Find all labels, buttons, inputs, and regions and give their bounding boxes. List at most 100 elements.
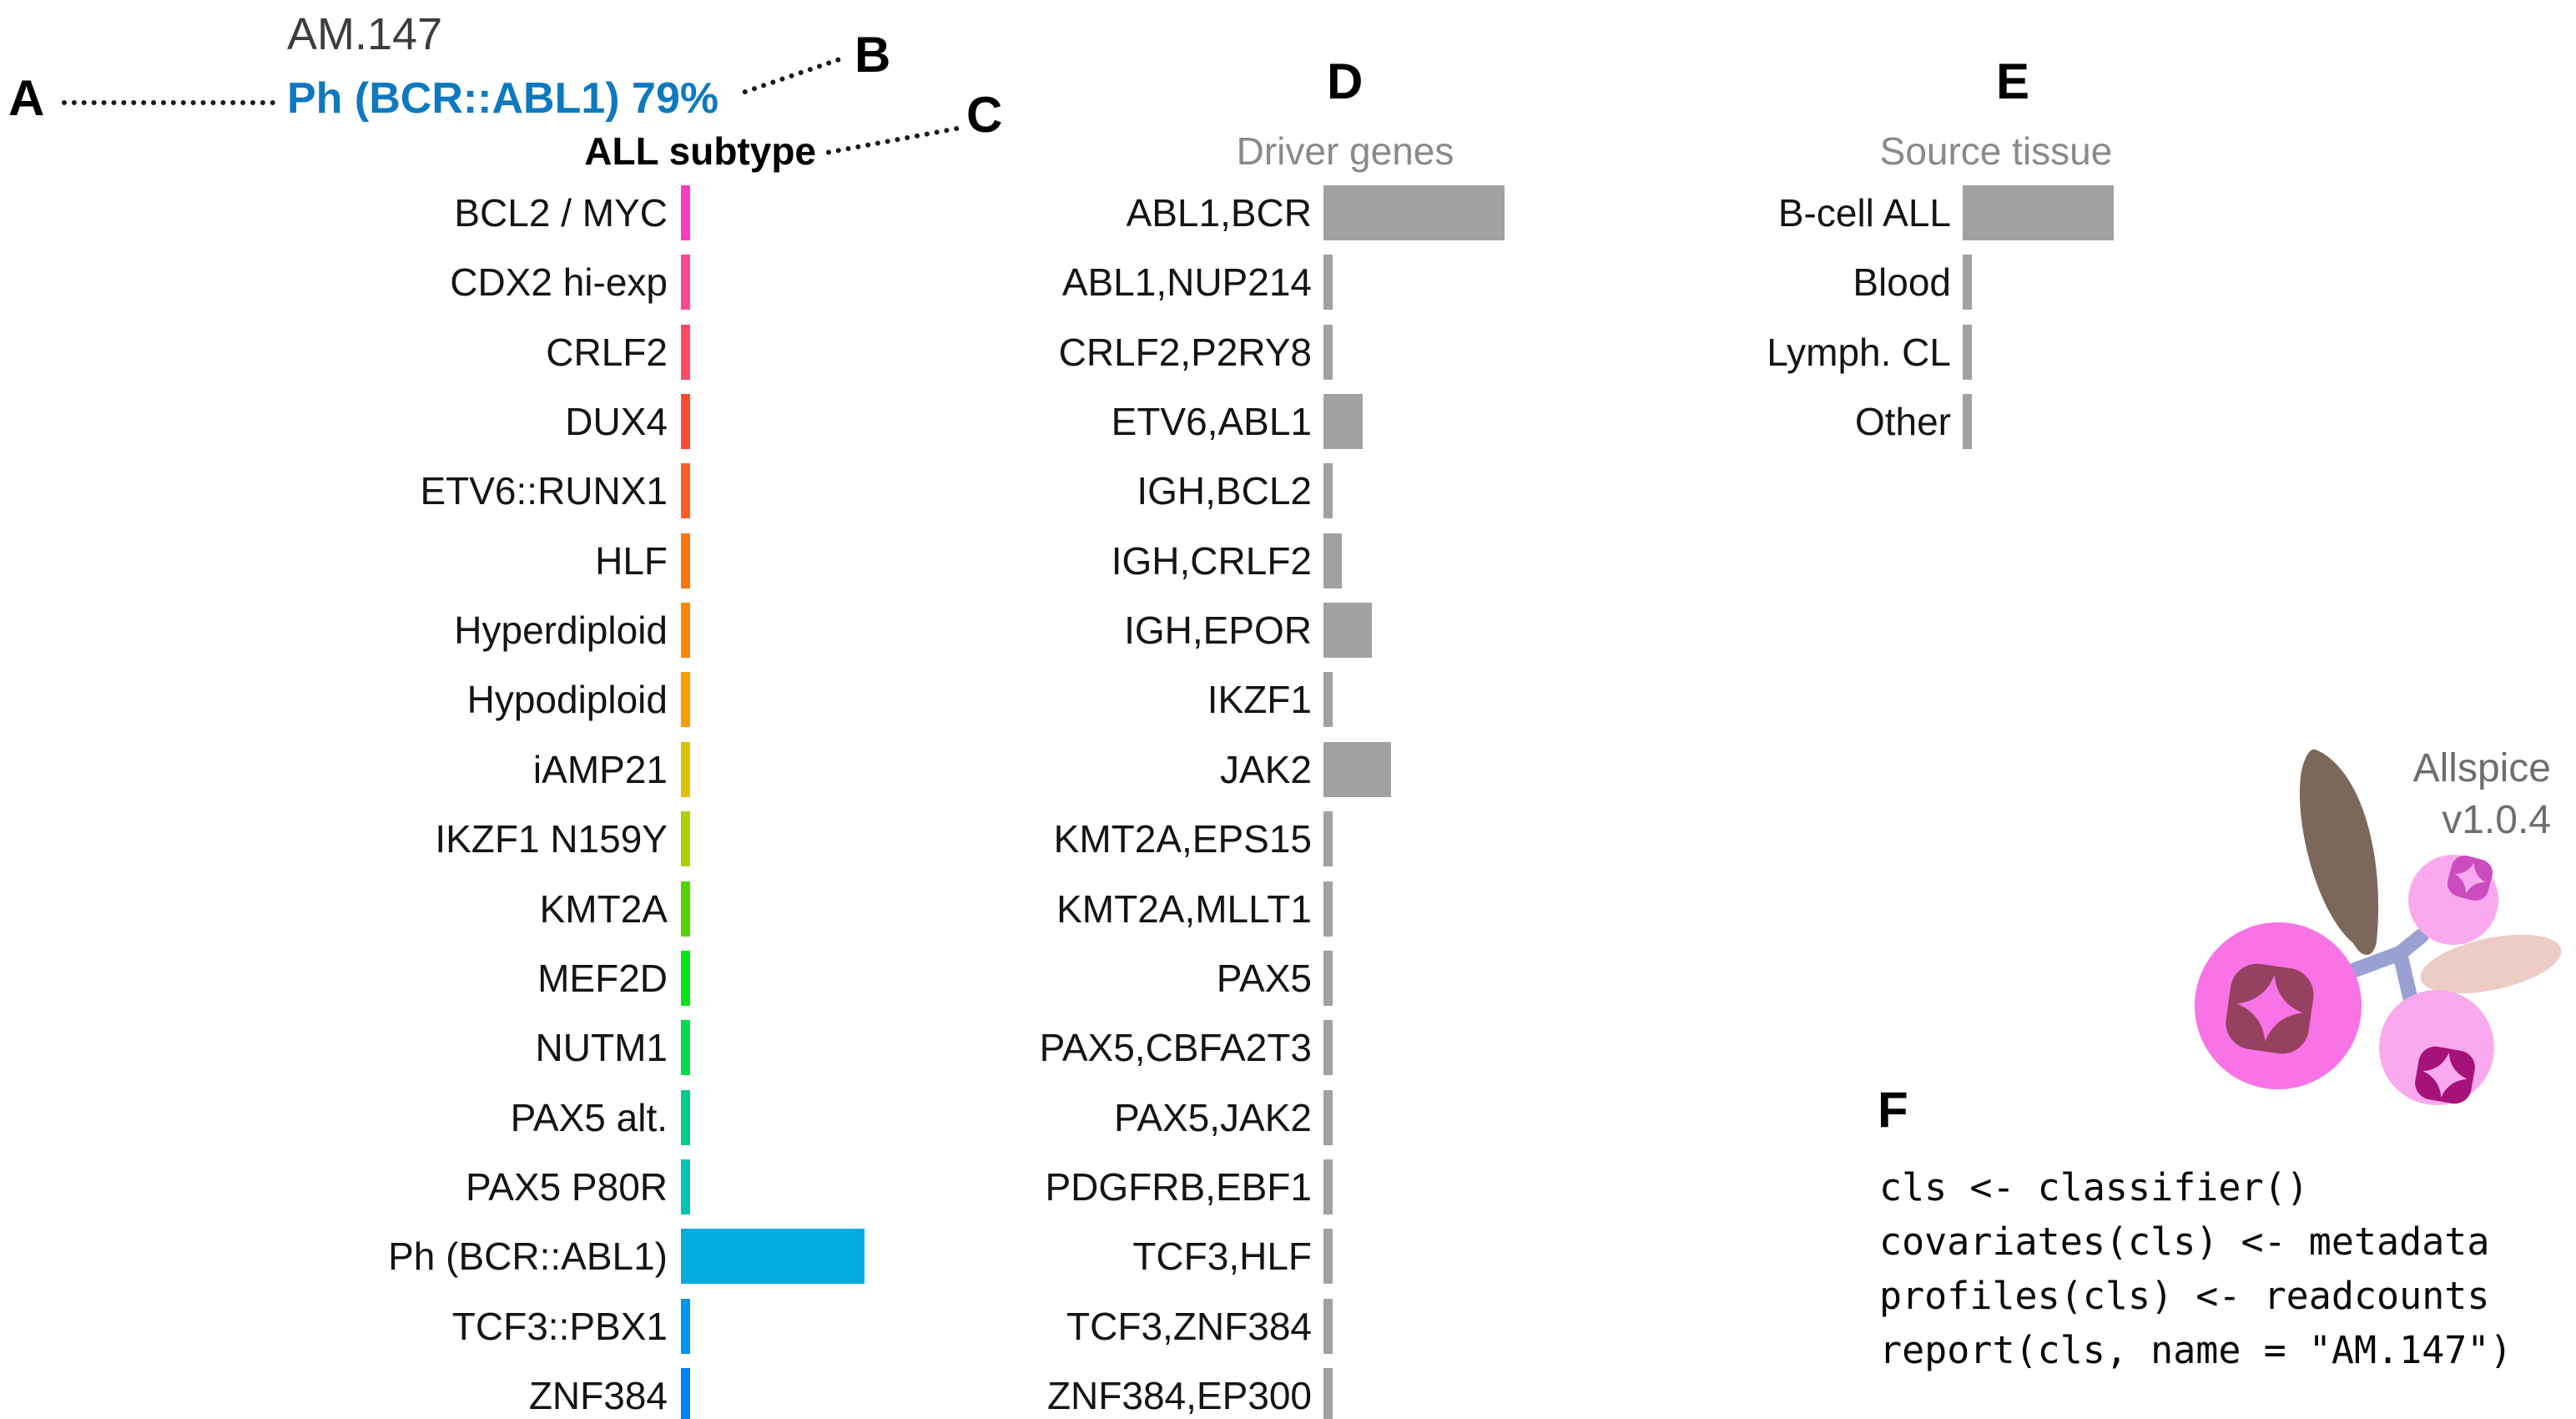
tissue-row-bar [1963,255,1973,311]
subtype-row-bar [681,1159,691,1214]
panel-letter-b: B [854,27,891,83]
tissue-row-bar [1963,324,1973,380]
logo-stem [2347,928,2429,1004]
subtype-row-label: PAX5 P80R [465,1164,668,1209]
tissue-row-label: B-cell ALL [1777,191,1951,235]
subtype-row-label: TCF3::PBX1 [451,1304,668,1348]
subtype-row-bar [681,324,691,380]
subtype-row-label: Ph (BCR::ABL1) [388,1235,668,1279]
logo-berry-top-pit [2447,855,2493,901]
tissue-row-label: Lymph. CL [1767,330,1951,374]
driver-row-bar [1323,255,1333,311]
logo-berry-large-pit [2226,963,2314,1054]
driver-row-bar [1323,741,1391,797]
driver-genes-column-header: Driver genes [1236,129,1454,173]
subtype-row-bar [681,603,691,659]
subtype-row-label: ZNF384 [528,1373,668,1417]
driver-row-label: IKZF1 [1207,678,1312,722]
subtype-row-label: IKZF1 N159Y [435,817,668,861]
driver-row-label: IGH,BCL2 [1137,469,1312,513]
subtype-column-header: ALL subtype [584,129,816,173]
subtype-row-label: Hypodiploid [466,678,668,722]
tissue-row-bar [1963,394,1973,450]
subtype-row-label: DUX4 [565,400,668,444]
code-line: report(cls, name = "AM.147") [1879,1328,2513,1372]
subtype-row-bar [681,1020,691,1076]
subtype-row-label: HLF [595,538,668,583]
driver-row-bar [1323,881,1333,937]
driver-row-label: IGH,EPOR [1124,609,1312,653]
subtype-row-bar [681,1229,865,1285]
subtype-row-bar [681,463,691,519]
subtype-row-bar [681,255,691,311]
leader-line-a [62,100,275,105]
driver-row-bar [1323,1229,1333,1285]
driver-row-label: KMT2A,EPS15 [1053,817,1312,861]
tissue-row-bar [1963,185,2114,240]
driver-row-label: PAX5,JAK2 [1114,1095,1312,1139]
subtype-row-bar [681,1298,691,1354]
subtype-row-bar [681,533,691,588]
driver-row-label: ZNF384,EP300 [1046,1373,1312,1417]
subtype-row-label: KMT2A [539,886,668,931]
driver-row-label: TCF3,ZNF384 [1066,1304,1312,1348]
driver-row-label: PDGFRB,EBF1 [1045,1164,1312,1209]
subtype-row-bar [681,811,691,867]
driver-row-bar [1323,672,1333,728]
driver-row-bar [1323,533,1343,588]
driver-row-bar [1323,1020,1333,1076]
driver-row-label: ETV6,ABL1 [1111,400,1312,444]
logo-wordmark: Allspice v1.0.4 [2413,743,2551,846]
code-line: profiles(cls) <- readcounts [1879,1274,2490,1318]
driver-row-bar [1323,185,1505,240]
driver-row-label: ABL1,NUP214 [1061,260,1312,305]
tissue-row-label: Other [1854,400,1951,444]
source-tissue-column-header: Source tissue [1879,129,2113,173]
subtype-row-label: CDX2 hi-exp [450,260,668,305]
driver-row-label: CRLF2,P2RY8 [1058,330,1312,374]
driver-row-bar [1323,1298,1333,1354]
subtype-row-label: ETV6::RUNX1 [420,469,668,513]
panel-letter-e: E [1996,53,2030,109]
code-snippet: cls <- classifier() covariates(cls) <- me… [1879,1160,2513,1377]
prediction-text: Ph (BCR::ABL1) 79% [287,74,719,123]
logo-name: Allspice [2412,746,2551,790]
logo-berry-bottom-pit [2415,1046,2475,1104]
subtype-row-label: NUTM1 [535,1026,668,1070]
driver-row-bar [1323,603,1373,659]
driver-row-label: IGH,CRLF2 [1111,538,1312,583]
driver-row-label: KMT2A,MLLT1 [1056,886,1312,931]
logo-pale-leaf [2420,934,2562,994]
leader-line-b [742,56,842,95]
panel-letter-a: A [8,70,45,126]
subtype-row-label: MEF2D [537,956,668,1000]
allspice-logo [2195,749,2562,1105]
tissue-row-label: Blood [1853,260,1951,305]
driver-row-label: ABL1,BCR [1126,191,1312,235]
panel-letter-f: F [1878,1082,1908,1138]
driver-row-label: PAX5,CBFA2T3 [1039,1026,1312,1070]
subtype-row-bar [681,185,691,240]
subtype-row-label: Hyperdiploid [454,609,668,653]
subtype-row-bar [681,950,691,1006]
driver-row-bar [1323,324,1333,380]
code-line: covariates(cls) <- metadata [1879,1220,2490,1264]
driver-row-label: JAK2 [1220,747,1312,791]
driver-row-bar [1323,1089,1333,1145]
driver-row-bar [1323,394,1364,450]
logo-version: v1.0.4 [2442,798,2551,842]
subtype-row-bar [681,672,691,728]
sample-title: AM.147 [287,9,443,59]
driver-row-label: PAX5 [1216,956,1312,1000]
subtype-row-label: BCL2 / MYC [454,191,668,235]
driver-row-bar [1323,1159,1333,1214]
driver-row-bar [1323,463,1333,519]
code-line: cls <- classifier() [1879,1165,2309,1209]
subtype-row-bar [681,394,691,450]
subtype-row-bar [681,741,691,797]
driver-row-label: TCF3,HLF [1132,1235,1312,1279]
panel-letter-d: D [1327,53,1364,109]
logo-brown-leaf [2299,749,2379,955]
subtype-row-label: PAX5 alt. [510,1095,668,1139]
driver-row-bar [1323,811,1333,867]
